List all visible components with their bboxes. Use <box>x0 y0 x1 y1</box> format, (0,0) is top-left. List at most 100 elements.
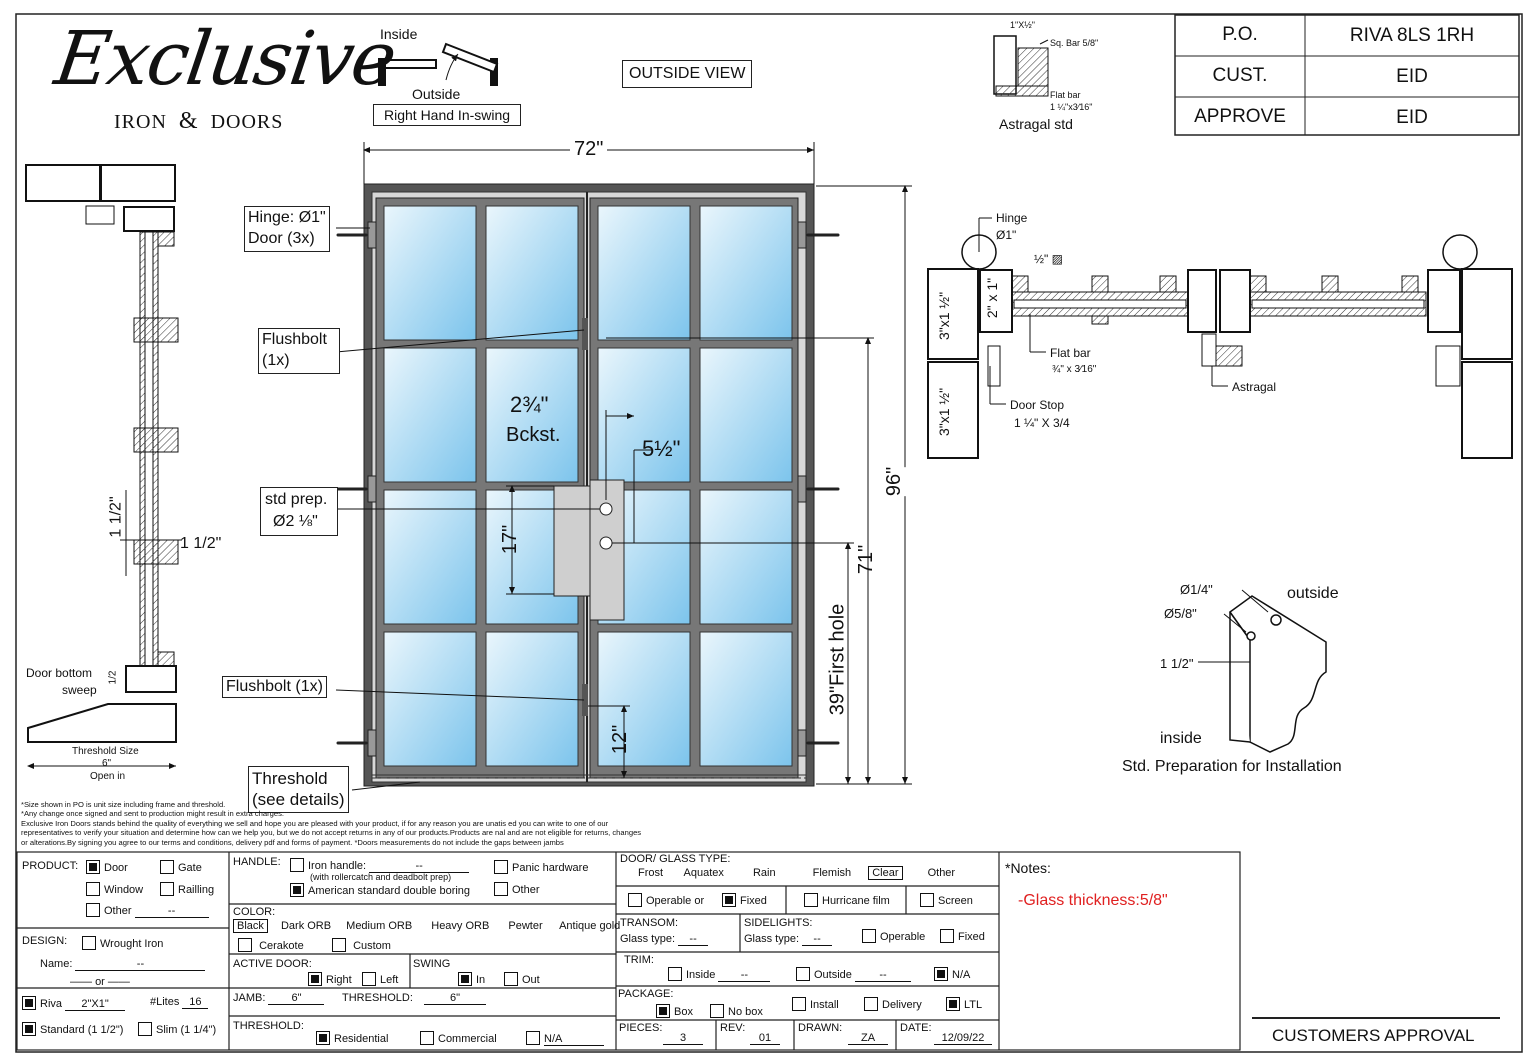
checkbox <box>710 1004 724 1018</box>
product-window[interactable]: Window <box>86 882 143 896</box>
color-medium-orb[interactable]: Medium ORB <box>346 920 413 932</box>
glass-pane <box>485 205 579 341</box>
package-nobox[interactable]: No box <box>710 1004 763 1018</box>
glass-other[interactable]: Other <box>927 867 956 879</box>
checkbox <box>526 1031 540 1045</box>
glass-pane <box>597 347 691 483</box>
door-hole-spacing: 5½" <box>642 436 681 461</box>
checkbox <box>792 997 806 1011</box>
threshold-na[interactable]: N/A <box>526 1031 604 1046</box>
jamb-field[interactable]: JAMB: 6" <box>233 992 325 1005</box>
glass-rain[interactable]: Rain <box>752 867 776 879</box>
door-height: 96" <box>883 466 907 497</box>
checkbox <box>22 1022 36 1036</box>
slim-option[interactable]: Slim (1 1/4") <box>138 1022 216 1036</box>
glass-fixed[interactable]: Fixed <box>722 893 767 907</box>
header-value: EID <box>1396 66 1428 87</box>
plan-left-side2: 3"x1 ½" <box>936 387 953 437</box>
glass-pane <box>383 489 477 625</box>
standard-option[interactable]: Standard (1 1/2") <box>22 1022 123 1036</box>
color-custom[interactable]: Custom <box>332 938 391 952</box>
glass-screen[interactable]: Screen <box>920 893 973 907</box>
drawn-field[interactable]: DRAWN:ZA <box>798 1022 888 1045</box>
plan-flat-dim: ¾" x 3⁄16" <box>1052 364 1097 375</box>
color-black[interactable]: Black <box>233 919 268 933</box>
checkbox <box>86 903 100 917</box>
threshold-field[interactable]: THRESHOLD: 6" <box>342 992 486 1005</box>
door-backset-label: Bckst. <box>506 424 561 446</box>
date-field[interactable]: DATE:12/09/22 <box>900 1022 992 1045</box>
glass-flemish[interactable]: Flemish <box>812 867 852 879</box>
trim-inside[interactable]: Inside -- <box>668 967 771 982</box>
prep-title: Std. Preparation for Installation <box>1122 758 1342 775</box>
plan-sq: ½" ▨ <box>1034 252 1063 266</box>
checkbox <box>22 996 36 1010</box>
product-gate[interactable]: Gate <box>160 860 202 874</box>
glass-clear[interactable]: Clear <box>868 866 903 880</box>
pieces-field[interactable]: PIECES:3 <box>619 1022 703 1045</box>
swing-out[interactable]: Out <box>504 972 540 986</box>
glass-frost[interactable]: Frost <box>638 867 664 879</box>
lites-field[interactable]: #Lites 16 <box>150 996 209 1009</box>
glass-aquatex[interactable]: Aquatex <box>683 867 724 879</box>
design-wrought-iron[interactable]: Wrought Iron <box>82 936 163 950</box>
glass-pane <box>383 205 477 341</box>
callout-hinge: Hinge: Ø1" Door (3x) <box>244 206 330 252</box>
astragal-sq-bar: Sq. Bar 5/8" <box>1050 38 1099 48</box>
glass-pane <box>699 205 793 341</box>
handle-iron[interactable]: Iron handle: -- <box>290 858 470 873</box>
glass-pane <box>383 347 477 483</box>
trim-na[interactable]: N/A <box>934 967 970 981</box>
handle-american[interactable]: American standard double boring <box>290 883 470 897</box>
header-value: EID <box>1396 107 1428 128</box>
active-left[interactable]: Left <box>362 972 398 986</box>
view-label: OUTSIDE VIEW <box>622 60 753 88</box>
side-dim-v: 1 1/2" <box>107 496 125 538</box>
plan-left-top: 2" x 1" <box>984 277 1001 319</box>
threshold-residential[interactable]: Residential <box>316 1031 388 1045</box>
threshold-type-label: THRESHOLD: <box>233 1020 304 1032</box>
package-install[interactable]: Install <box>792 997 839 1011</box>
sidelights-fixed[interactable]: Fixed <box>940 929 985 943</box>
side-threshold-size: Threshold Size <box>72 746 139 757</box>
product-other[interactable]: Other -- <box>86 903 209 918</box>
sidelights-operable[interactable]: Operable <box>862 929 925 943</box>
sidelights-glass[interactable]: Glass type: -- <box>744 933 833 946</box>
checkbox <box>628 893 642 907</box>
color-dark-orb[interactable]: Dark ORB <box>280 920 332 932</box>
color-antique-gold[interactable]: Antique gold <box>559 920 621 932</box>
active-right[interactable]: Right <box>308 972 352 986</box>
color-cerakote[interactable]: Cerakote <box>238 938 304 952</box>
checkbox <box>420 1031 434 1045</box>
checkbox <box>940 929 954 943</box>
glass-hurricane[interactable]: Hurricane film <box>804 893 890 907</box>
product-railling[interactable]: Railling <box>160 882 214 896</box>
package-delivery[interactable]: Delivery <box>864 997 922 1011</box>
callout-std-prep: std prep. Ø2 ⅛" <box>260 487 338 536</box>
trim-outside[interactable]: Outside -- <box>796 967 911 982</box>
transom-glass[interactable]: Glass type: -- <box>620 933 709 946</box>
swing-in[interactable]: In <box>458 972 485 986</box>
handle-panic[interactable]: Panic hardware <box>494 860 588 874</box>
rev-field[interactable]: REV:01 <box>720 1022 780 1045</box>
checkbox <box>722 893 736 907</box>
package-ltl[interactable]: LTL <box>946 997 982 1011</box>
product-door[interactable]: Door <box>86 860 128 874</box>
color-heavy-orb[interactable]: Heavy ORB <box>431 920 490 932</box>
name-field[interactable]: Name: -- <box>40 958 206 971</box>
color-pewter[interactable]: Pewter <box>508 920 543 932</box>
package-box[interactable]: Box <box>656 1004 693 1018</box>
door-flush-dim: 12" <box>609 724 632 755</box>
trim-label: TRIM: <box>624 954 654 966</box>
plan-door-stop-dim: 1 ¼" X 3/4 <box>1014 416 1070 430</box>
glass-operable[interactable]: Operable or <box>628 893 704 907</box>
riva-option[interactable]: Riva 2"X1" <box>22 996 126 1011</box>
handle-other[interactable]: Other <box>494 882 540 896</box>
prep-hole-big: Ø5/8" <box>1164 606 1197 621</box>
glass-pane <box>485 347 579 483</box>
threshold-commercial[interactable]: Commercial <box>420 1031 497 1045</box>
color-label: COLOR: <box>233 906 276 918</box>
plan-flat-bar: Flat bar <box>1050 346 1091 360</box>
side-bottom-label: Door bottom <box>26 666 93 680</box>
checkbox <box>160 860 174 874</box>
